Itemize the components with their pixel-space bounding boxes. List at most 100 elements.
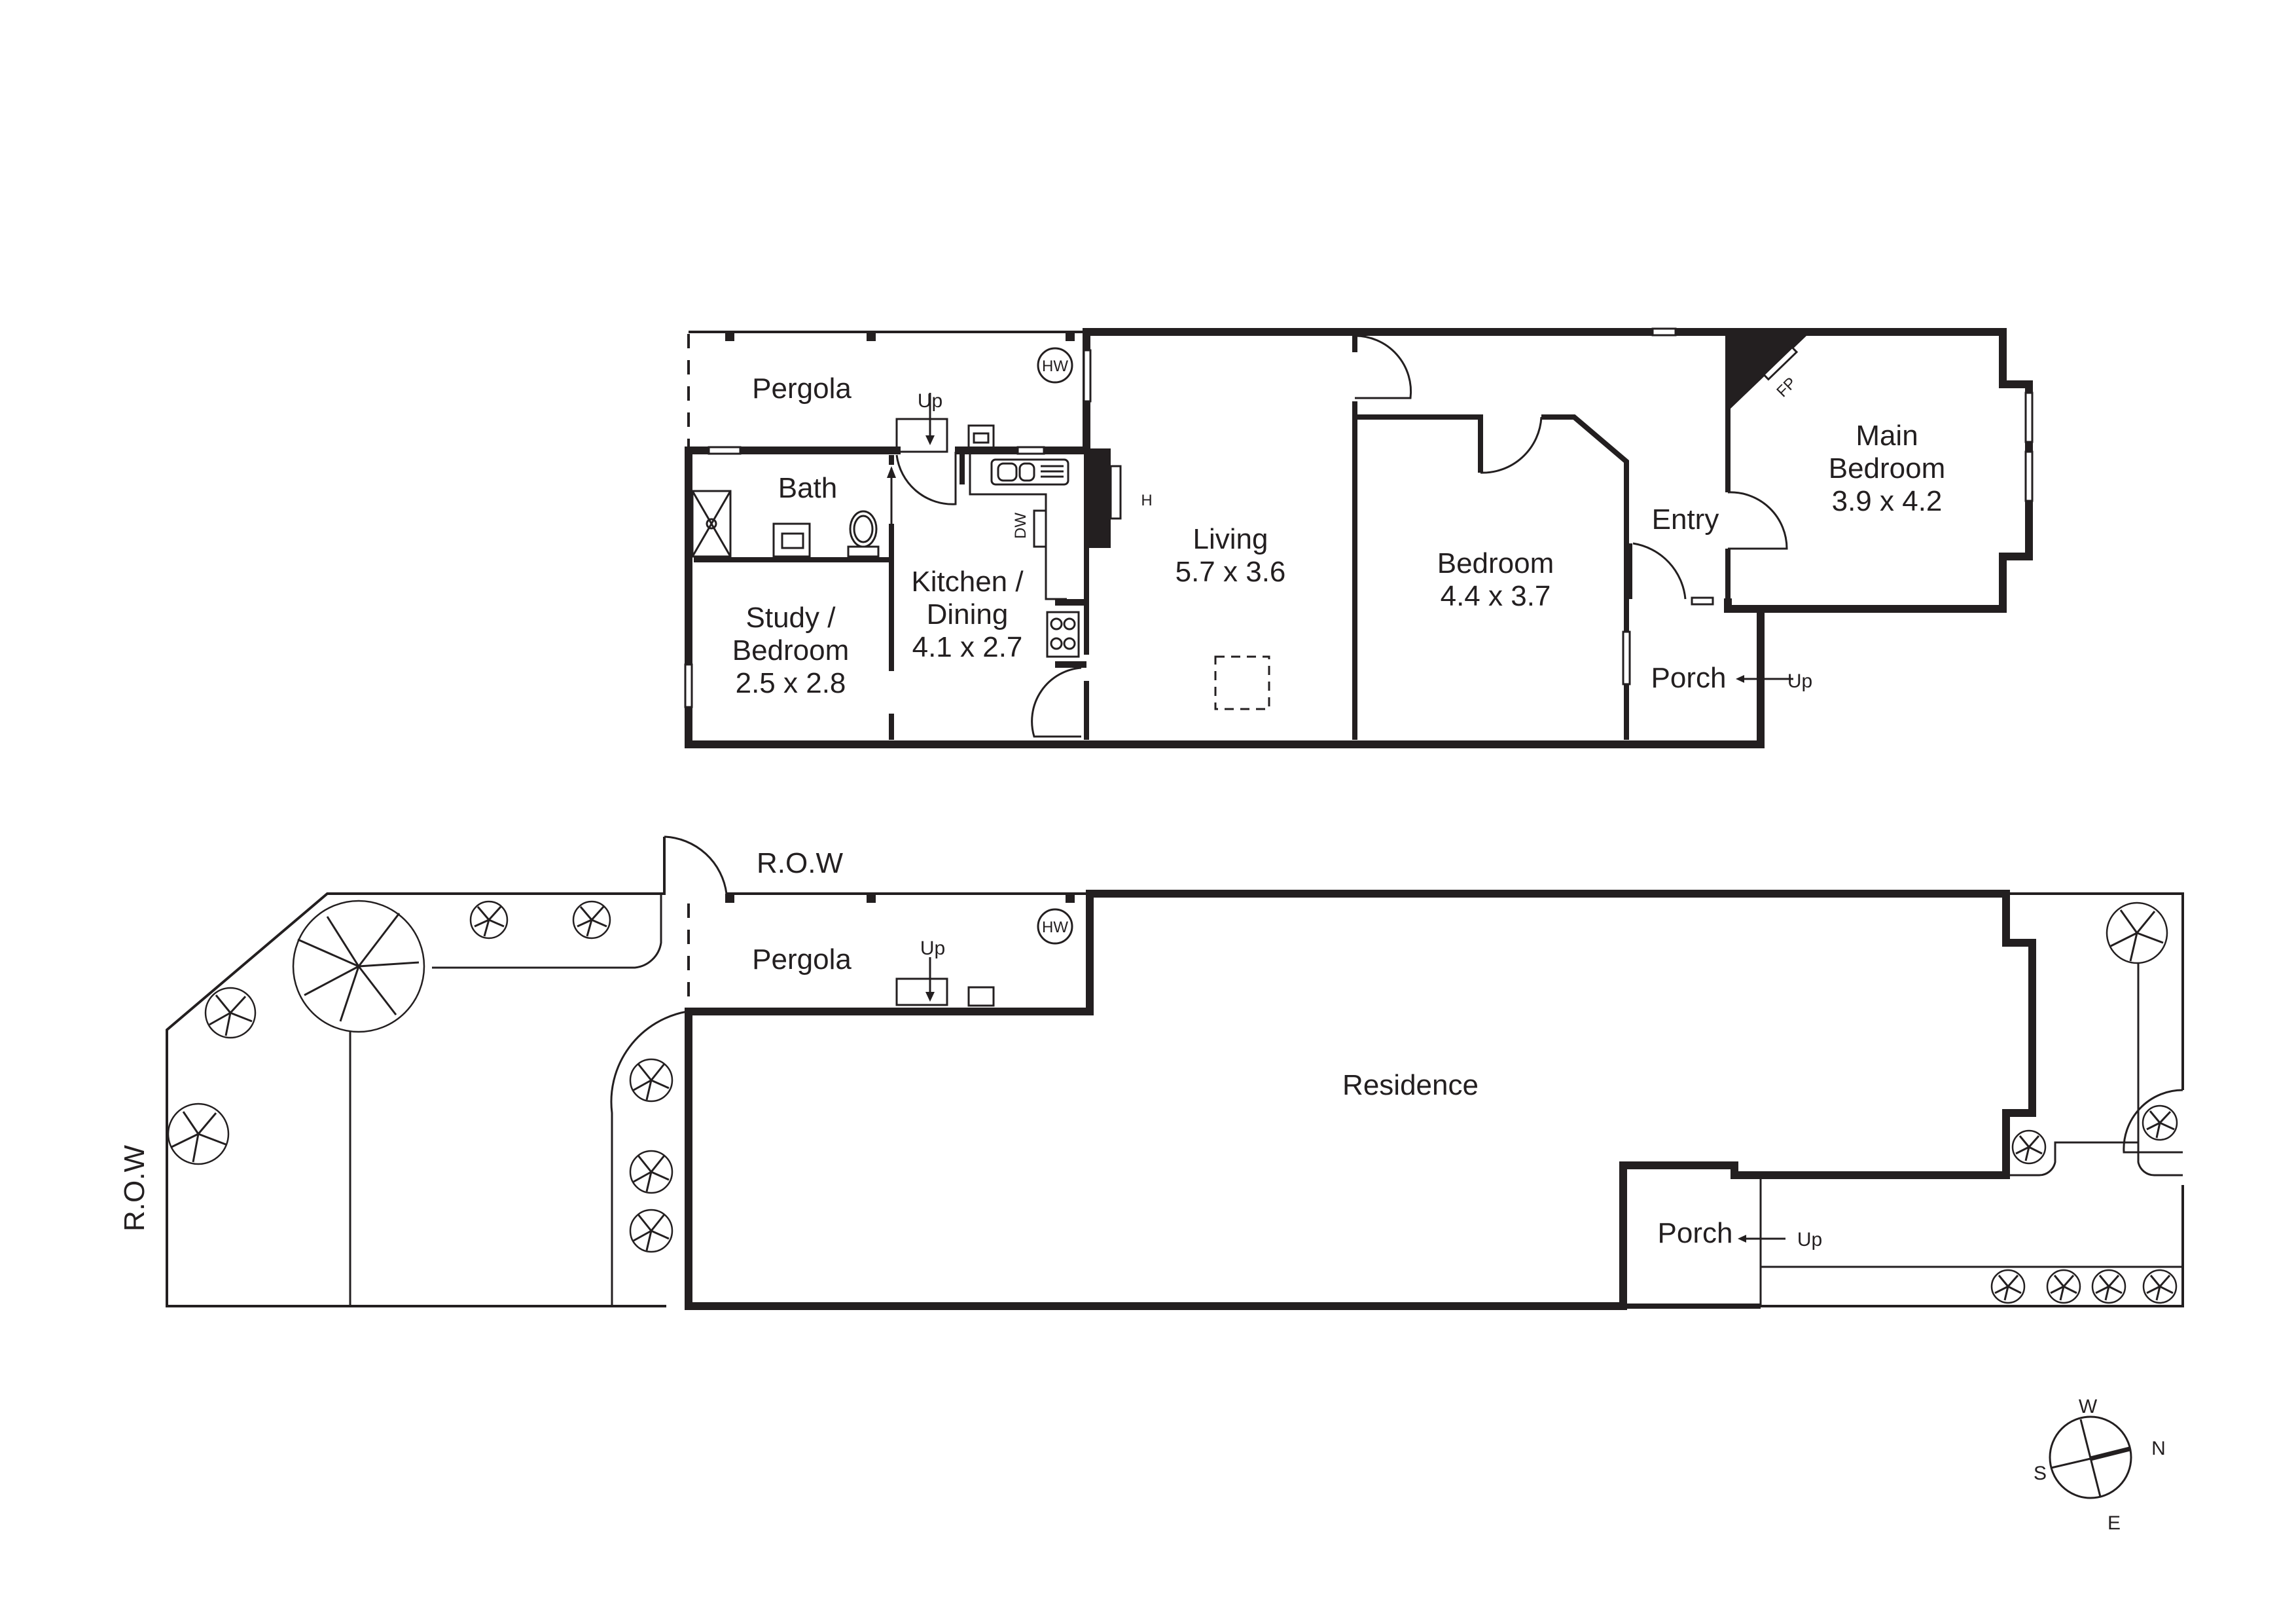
site-boundary-rear xyxy=(166,837,666,1307)
pergola-bench-site xyxy=(967,986,995,1007)
compass-icon: W N S E xyxy=(2034,1396,2166,1534)
room-label-entry: Entry xyxy=(1652,503,1719,536)
bench-end xyxy=(1055,661,1086,668)
window xyxy=(1622,630,1631,685)
row-label-side: R.O.W xyxy=(118,1145,151,1231)
compass-south: S xyxy=(2034,1463,2047,1484)
tree-icon xyxy=(629,1209,673,1253)
residence-outline xyxy=(685,890,2036,1310)
site-plan: HW Up xyxy=(118,835,2184,1310)
bedroom-top-wall xyxy=(1355,414,1483,473)
fireplace-label: FP xyxy=(1773,374,1800,401)
porch-label-site: Porch xyxy=(1658,1217,1733,1249)
room-label-bedroom: Bedroom xyxy=(1437,547,1554,579)
cooktop-burner xyxy=(1050,637,1063,650)
tree-icon xyxy=(629,1058,673,1103)
tree-icon xyxy=(2011,1129,2047,1165)
room-dims-bedroom: 4.4 x 3.7 xyxy=(1441,580,1551,612)
rear-step-site xyxy=(895,977,948,1006)
floor-plan: HW FP H xyxy=(684,327,2034,748)
tree-icon xyxy=(167,1103,230,1165)
compass-north-pointer xyxy=(2090,1446,2130,1461)
compass-south-axis xyxy=(2051,1457,2091,1469)
room-label-main-bedroom: Main xyxy=(1856,420,1918,452)
shower-drain-icon xyxy=(706,518,717,530)
pergola-post xyxy=(725,894,734,903)
room-label-kitchen-2: Dining xyxy=(927,598,1009,630)
window xyxy=(1083,349,1092,403)
rear-gate-swing xyxy=(664,835,728,894)
cooktop-burner xyxy=(1050,617,1063,630)
pergola-post xyxy=(867,894,876,903)
kitchen-sink-icon xyxy=(990,458,1069,486)
main-bedroom-door-swing xyxy=(1727,491,1788,550)
fireplace-hearth xyxy=(1762,346,1799,381)
room-label-main-bedroom-2: Bedroom xyxy=(1829,452,1946,484)
tree-icon xyxy=(469,900,509,939)
room-dims-main-bedroom: 3.9 x 4.2 xyxy=(1832,485,1943,517)
garden-bed-side xyxy=(610,1010,688,1306)
site-boundary-front xyxy=(1761,892,2184,1307)
up-arrow-head-site xyxy=(925,992,935,1002)
heater-icon xyxy=(1109,465,1122,520)
tree-icon xyxy=(2046,1269,2081,1304)
shower-cross xyxy=(691,490,732,557)
room-label-porch: Porch xyxy=(1651,662,1727,694)
kitchen-bench xyxy=(969,452,1067,600)
window xyxy=(684,663,693,708)
room-dims-kitchen: 4.1 x 2.7 xyxy=(912,631,1023,663)
toilet-cistern xyxy=(847,545,880,558)
pergola-post xyxy=(1066,332,1075,341)
tree-icon xyxy=(2142,1104,2178,1141)
sink-bowl xyxy=(1018,462,1035,482)
window xyxy=(1651,327,1677,337)
bedroom-door-swing xyxy=(1480,416,1543,474)
vanity-icon xyxy=(772,522,811,558)
up-label-front-site: Up xyxy=(1797,1229,1822,1250)
sink-bowl xyxy=(997,462,1018,482)
room-label-study-2: Bedroom xyxy=(732,634,850,666)
hot-water-unit-icon xyxy=(1037,908,1073,945)
front-wall xyxy=(1083,328,2033,613)
garden-bed-rear xyxy=(432,894,662,969)
front-path-edge-2 xyxy=(2009,1141,2138,1176)
room-label-kitchen: Kitchen / xyxy=(911,566,1024,598)
compass-east: E xyxy=(2108,1512,2121,1534)
skylight-outline xyxy=(1214,655,1270,710)
window xyxy=(2024,450,2034,502)
rear-bottom-wall xyxy=(685,447,1765,748)
tree-icon xyxy=(2091,1269,2126,1304)
front-door-swing xyxy=(1632,542,1687,600)
pergola-post xyxy=(1066,894,1075,903)
dishwasher-label: DW xyxy=(1012,513,1030,539)
bench-end xyxy=(1055,599,1086,606)
hot-water-label-site: HW xyxy=(1042,919,1068,936)
shower-icon xyxy=(691,490,732,558)
bedroom-angled-wall xyxy=(1541,414,1629,599)
tree-icon xyxy=(2142,1269,2178,1304)
hot-water-label: HW xyxy=(1042,357,1068,375)
up-label-front: Up xyxy=(1787,670,1812,692)
room-dims-living: 5.7 x 3.6 xyxy=(1175,556,1286,588)
window xyxy=(708,446,742,455)
up-label-rear-site: Up xyxy=(920,938,945,959)
sliding-door-arrow xyxy=(887,466,896,478)
hot-water-unit-icon xyxy=(1037,347,1073,384)
room-dims-study: 2.5 x 2.8 xyxy=(736,667,846,699)
heater-label: H xyxy=(1141,492,1152,509)
tree-icon xyxy=(2106,902,2168,964)
basin-icon xyxy=(781,532,804,549)
up-label-rear: Up xyxy=(918,390,942,412)
window xyxy=(1016,446,1045,455)
room-label-study: Study / xyxy=(746,602,836,634)
heater-chimney xyxy=(1086,448,1111,548)
room-label-living: Living xyxy=(1193,523,1268,555)
residence-label: Residence xyxy=(1342,1069,1479,1101)
living-door-swing xyxy=(1354,335,1412,399)
pergola-bench-inner xyxy=(973,432,990,444)
window xyxy=(1691,596,1714,606)
dishwasher-icon xyxy=(1033,509,1047,548)
compass-north: N xyxy=(2151,1438,2166,1459)
tree-icon xyxy=(1990,1269,2026,1304)
